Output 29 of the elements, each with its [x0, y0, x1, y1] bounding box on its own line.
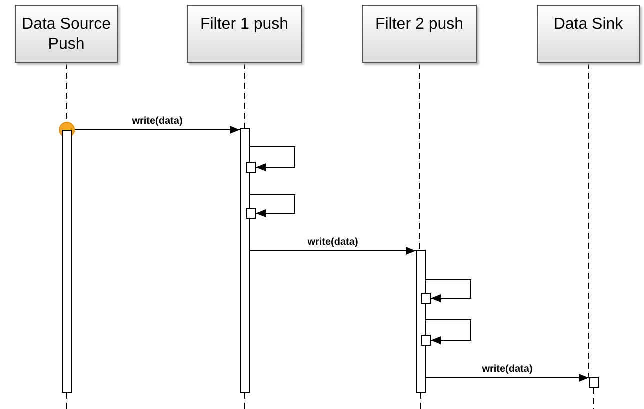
- participant-name: Data Source Push: [22, 16, 111, 53]
- activation-box: [246, 208, 256, 219]
- activation-box: [246, 162, 256, 173]
- message-arrow: [426, 280, 472, 302]
- message-arrow: [250, 247, 416, 255]
- message-arrow: [250, 194, 296, 218]
- message-arrow: [74, 126, 240, 134]
- activation-bar: [240, 128, 250, 393]
- message-arrow: [426, 320, 472, 344]
- participant-name: Filter 1 push: [200, 16, 289, 33]
- participant-name: Filter 2 push: [375, 16, 464, 33]
- edge-label: write(data): [306, 237, 360, 248]
- lifeline: [588, 62, 589, 378]
- lifeline: [419, 62, 420, 250]
- activation-bar: [416, 250, 426, 393]
- participant-box: [15, 5, 118, 63]
- edge-label: write(data): [131, 116, 184, 127]
- edge-label: write(data): [481, 364, 534, 375]
- activation-box: [421, 335, 431, 346]
- participant-name: Data Sink: [554, 16, 624, 33]
- lifeline: [244, 62, 245, 128]
- message-arrow: [250, 146, 296, 172]
- activation-box: [589, 377, 599, 388]
- activation-box: [421, 293, 431, 304]
- participant-box: [187, 5, 302, 63]
- activation-bar: [62, 130, 72, 393]
- participant-box: [362, 5, 477, 63]
- participant-box: [537, 5, 640, 63]
- message-arrow: [426, 374, 590, 382]
